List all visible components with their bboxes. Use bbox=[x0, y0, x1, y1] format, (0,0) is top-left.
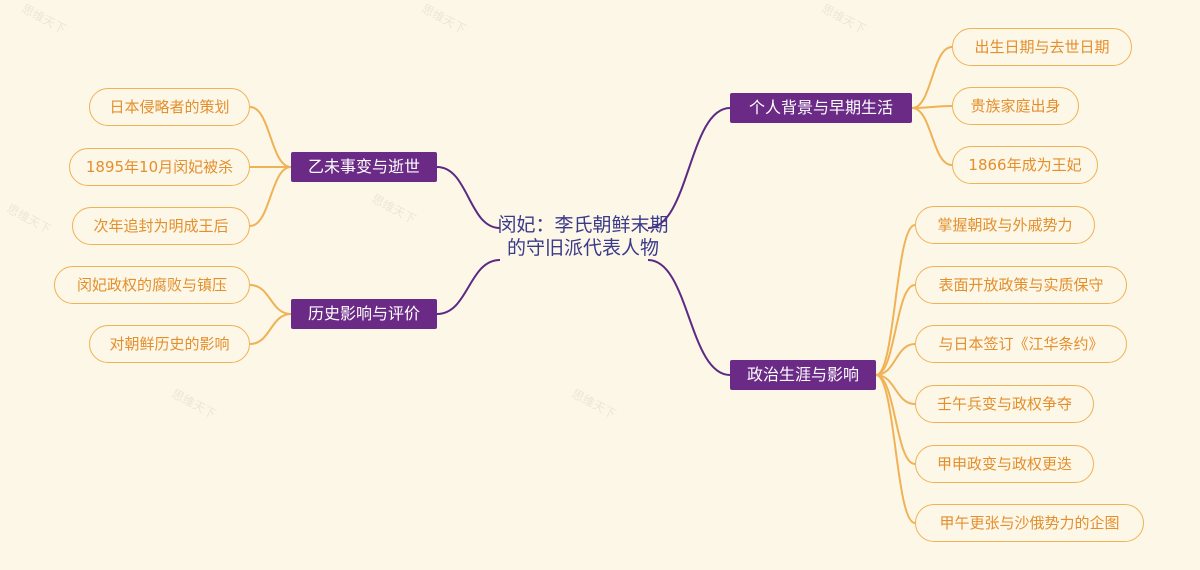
leaf-imo-incident[interactable]: 壬午兵变与政权争夺 bbox=[915, 385, 1094, 423]
central-topic-line-1: 闵妃：李氏朝鲜末期 bbox=[497, 214, 669, 236]
background-leaf-line-0 bbox=[911, 46, 953, 109]
topic-legacy[interactable]: 历史影响与评价 bbox=[291, 299, 437, 329]
root-to-topic-background-line bbox=[647, 107, 731, 229]
incident-leaf-line-2 bbox=[249, 166, 292, 227]
politics-leaf-line-1 bbox=[875, 284, 916, 376]
leaf-japanese-plot[interactable]: 日本侵略者的策划 bbox=[89, 88, 250, 126]
incident-leaf-line-0 bbox=[249, 106, 292, 168]
leaf-court-power[interactable]: 掌握朝政与外戚势力 bbox=[915, 206, 1095, 244]
leaf-historical-impact[interactable]: 对朝鲜历史的影响 bbox=[89, 325, 250, 363]
root-to-topic-legacy-line bbox=[436, 259, 501, 315]
leaf-became-queen[interactable]: 1866年成为王妃 bbox=[952, 146, 1098, 184]
background-leaf-line-1 bbox=[911, 105, 953, 109]
root-to-topic-incident-line bbox=[436, 166, 501, 229]
legacy-leaf-line-0 bbox=[249, 284, 292, 315]
leaf-noble-family[interactable]: 贵族家庭出身 bbox=[952, 87, 1079, 125]
politics-leaf-line-0 bbox=[875, 224, 916, 376]
leaf-ganghwa-treaty[interactable]: 与日本签订《江华条约》 bbox=[915, 325, 1127, 363]
background-leaf-line-2 bbox=[911, 107, 953, 166]
root-to-topic-politics-line bbox=[647, 259, 731, 376]
leaf-corruption[interactable]: 闵妃政权的腐败与镇压 bbox=[54, 266, 250, 304]
politics-leaf-line-2 bbox=[875, 343, 916, 376]
legacy-leaf-line-1 bbox=[249, 313, 292, 345]
leaf-assassination[interactable]: 1895年10月闵妃被杀 bbox=[69, 148, 250, 186]
leaf-gabo-reform[interactable]: 甲午更张与沙俄势力的企图 bbox=[915, 504, 1144, 542]
central-topic[interactable]: 闵妃：李氏朝鲜末期 的守旧派代表人物 bbox=[476, 214, 690, 260]
central-topic-line-2: 的守旧派代表人物 bbox=[506, 237, 659, 259]
topic-background[interactable]: 个人背景与早期生活 bbox=[730, 93, 912, 123]
politics-leaf-line-5 bbox=[875, 374, 916, 524]
topic-incident[interactable]: 乙未事变与逝世 bbox=[291, 152, 437, 182]
topic-politics[interactable]: 政治生涯与影响 bbox=[730, 360, 876, 390]
leaf-open-policy[interactable]: 表面开放政策与实质保守 bbox=[915, 266, 1127, 304]
leaf-gapsin-coup[interactable]: 甲申政变与政权更迭 bbox=[915, 445, 1094, 483]
politics-leaf-line-3 bbox=[875, 374, 916, 405]
leaf-birth-death-dates[interactable]: 出生日期与去世日期 bbox=[952, 28, 1132, 66]
leaf-posthumous-title[interactable]: 次年追封为明成王后 bbox=[72, 207, 250, 245]
